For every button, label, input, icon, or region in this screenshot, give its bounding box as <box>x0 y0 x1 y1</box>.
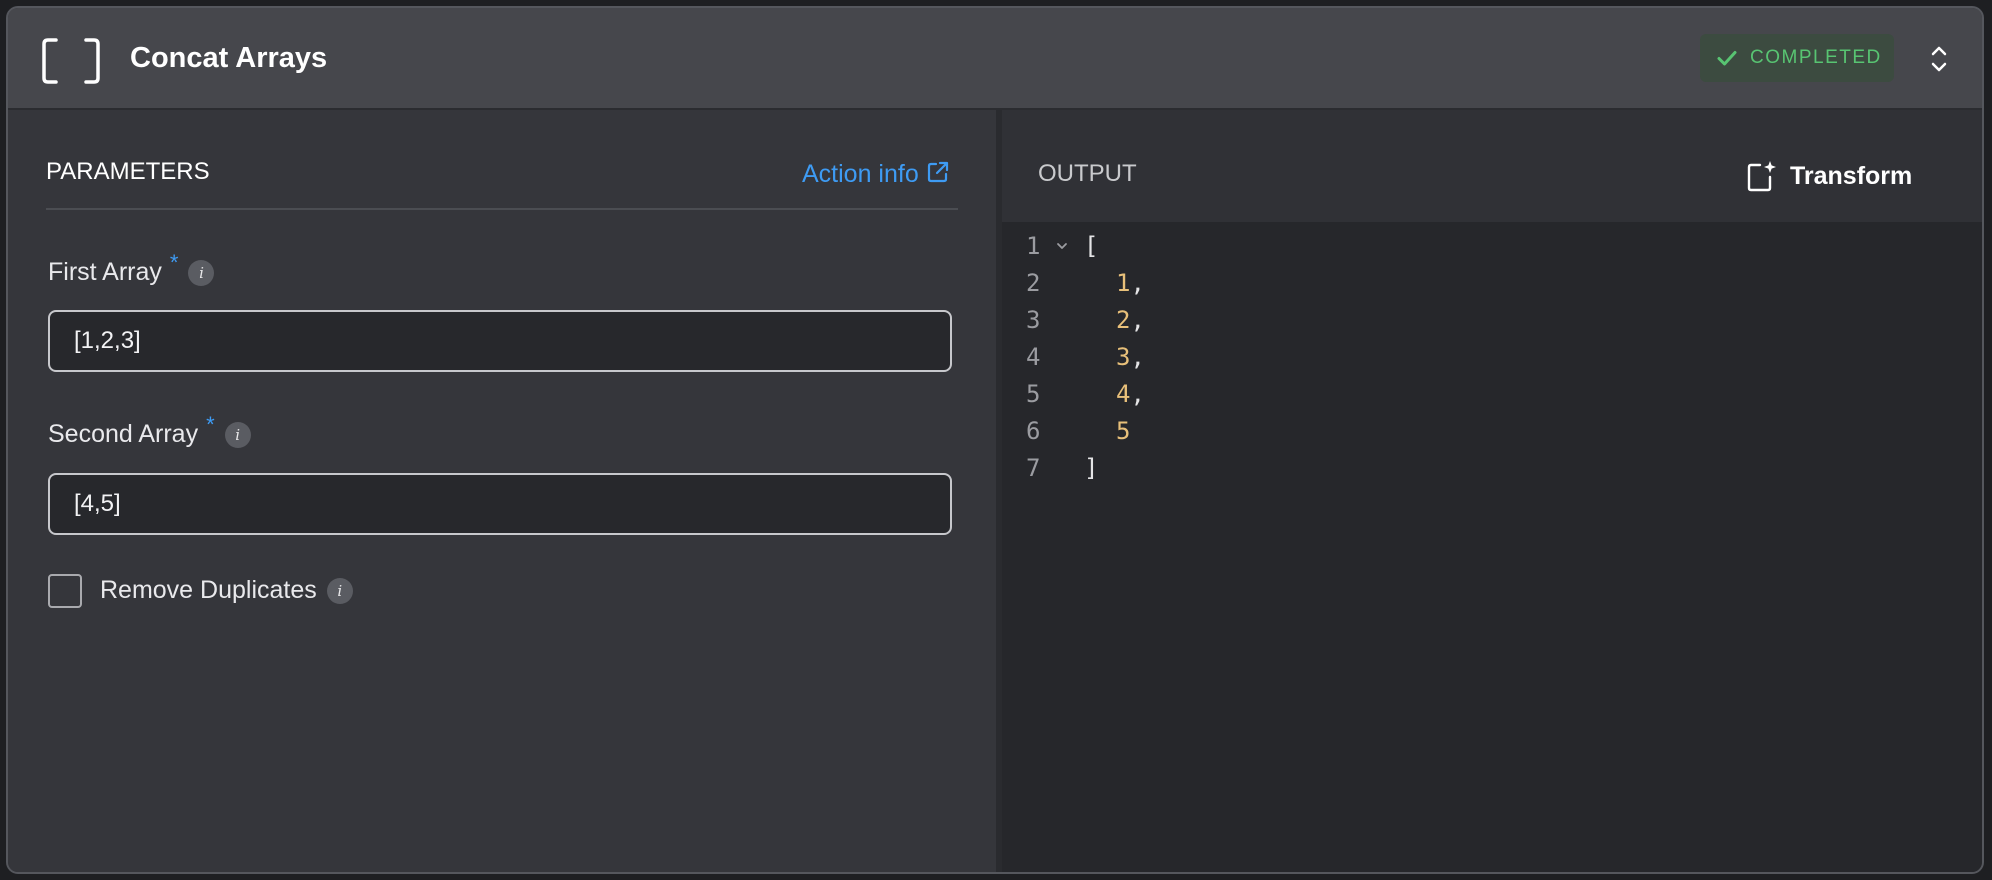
card-header: Concat Arrays COMPLETED <box>8 8 1982 110</box>
output-panel: OUTPUT Transform 1 [ 2 1, 3 2, <box>1002 110 1982 872</box>
code-bracket: [ <box>1084 232 1099 260</box>
code-line: 2 1, <box>1002 269 1982 306</box>
array-brackets-icon <box>42 38 100 84</box>
number-token: 1 <box>1116 269 1131 297</box>
comma-token: , <box>1130 306 1145 334</box>
chevron-up-down-icon[interactable] <box>1924 42 1954 76</box>
line-number: 3 <box>1026 306 1041 334</box>
check-icon <box>1717 51 1737 66</box>
first-array-label-text: First Array <box>48 258 162 286</box>
comma-token: , <box>1130 343 1145 371</box>
remove-duplicates-checkbox[interactable] <box>48 574 82 608</box>
sparkle-frame-icon <box>1747 161 1776 192</box>
transform-button[interactable]: Transform <box>1746 154 1912 198</box>
code-line: 3 2, <box>1002 306 1982 343</box>
line-number: 4 <box>1026 343 1041 371</box>
required-marker: * <box>169 250 179 275</box>
required-marker: * <box>206 412 215 437</box>
line-number: 5 <box>1026 380 1041 408</box>
action-info-label: Action info <box>802 160 919 188</box>
line-number: 1 <box>1026 232 1041 260</box>
code-bracket: ] <box>1084 454 1099 482</box>
remove-duplicates-label-text: Remove Duplicates <box>100 576 317 604</box>
output-title: OUTPUT <box>1038 160 1137 187</box>
comma-token: , <box>1130 380 1145 408</box>
panel-resize-handle[interactable] <box>996 110 1002 872</box>
first-array-input[interactable] <box>48 310 952 372</box>
info-icon[interactable]: i <box>188 260 215 286</box>
code-line: 6 5 <box>1002 417 1982 454</box>
status-text: COMPLETED <box>1750 47 1882 68</box>
line-number: 6 <box>1026 417 1041 445</box>
comma-token: , <box>1130 269 1145 297</box>
external-link-icon <box>927 161 948 183</box>
output-header: OUTPUT Transform <box>1002 110 1982 222</box>
code-line: 1 [ <box>1002 232 1982 269</box>
remove-duplicates-label: Remove Duplicates i <box>100 576 353 605</box>
parameters-panel: PARAMETERS Action info First Array * i Sec… <box>8 110 996 872</box>
parameters-title: PARAMETERS <box>46 158 210 185</box>
section-divider <box>46 208 958 210</box>
code-line: 7 ] <box>1002 454 1982 491</box>
line-number: 7 <box>1026 454 1041 482</box>
info-icon[interactable]: i <box>224 422 251 448</box>
chevron-down-icon[interactable] <box>1054 238 1070 254</box>
code-line: 5 4, <box>1002 380 1982 417</box>
status-badge: COMPLETED <box>1700 34 1894 82</box>
info-icon[interactable]: i <box>326 578 353 604</box>
card-title: Concat Arrays <box>130 42 328 74</box>
number-token: 5 <box>1116 417 1131 445</box>
action-info-link[interactable]: Action info <box>802 160 949 189</box>
code-value: 1, <box>1116 269 1145 297</box>
number-token: 2 <box>1116 306 1131 334</box>
first-array-label: First Array * i <box>48 250 215 287</box>
code-line: 4 3, <box>1002 343 1982 380</box>
code-value: 3, <box>1116 343 1145 371</box>
number-token: 4 <box>1116 380 1131 408</box>
code-value: 4, <box>1116 380 1145 408</box>
output-code-viewer[interactable]: 1 [ 2 1, 3 2, 4 3, 5 4, 6 5 <box>1002 222 1982 872</box>
code-value: 2, <box>1116 306 1145 334</box>
second-array-input[interactable] <box>48 473 952 535</box>
second-array-label: Second Array * i <box>48 412 251 449</box>
line-number: 2 <box>1026 269 1041 297</box>
transform-label: Transform <box>1790 161 1913 190</box>
number-token: 3 <box>1116 343 1131 371</box>
second-array-label-text: Second Array <box>48 420 199 448</box>
code-value: 5 <box>1116 417 1130 445</box>
action-card: Concat Arrays COMPLETED PARAMETERS Actio… <box>6 6 1984 874</box>
